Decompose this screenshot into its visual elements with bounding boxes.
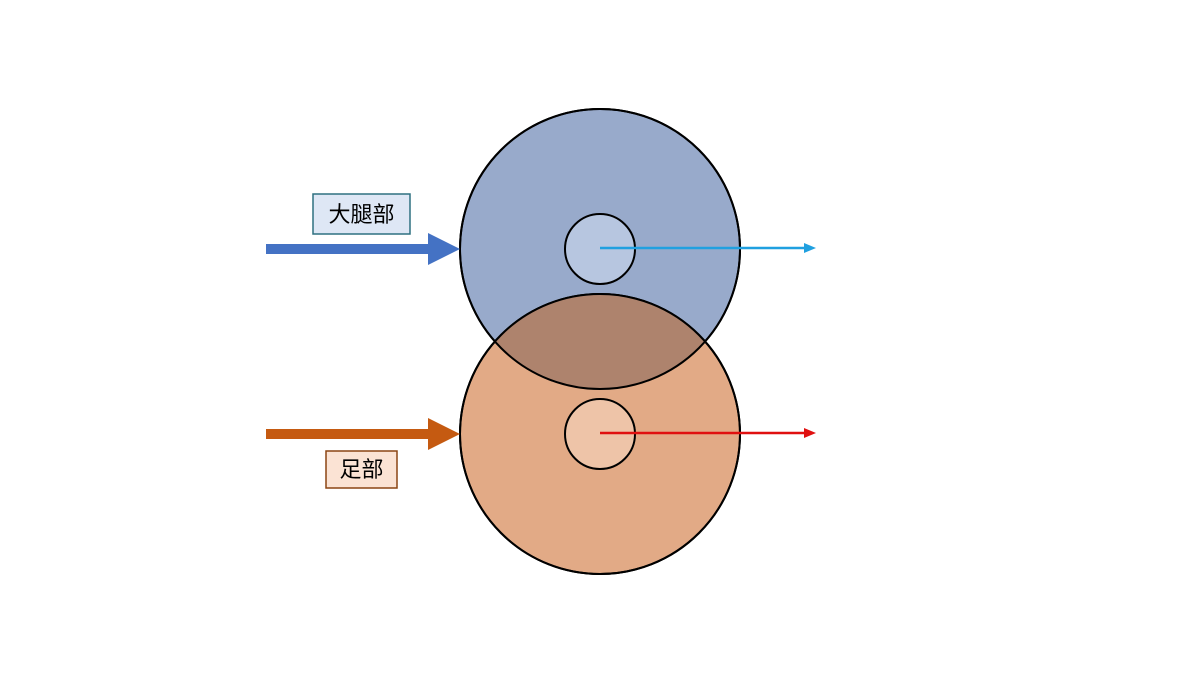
foot-label: 足部	[325, 450, 398, 489]
foot-label-text: 足部	[339, 458, 383, 483]
foot-label-box	[325, 450, 398, 489]
thigh-label: 大腿部	[312, 193, 411, 235]
foot-input-arrow	[266, 418, 460, 450]
thigh-label-box	[312, 193, 411, 235]
overlap-region	[460, 294, 740, 389]
thigh-label-text: 大腿部	[328, 203, 394, 228]
thigh-input-arrow	[266, 233, 460, 265]
thigh-output-arrow	[600, 243, 816, 253]
foot-output-arrow	[600, 428, 816, 438]
